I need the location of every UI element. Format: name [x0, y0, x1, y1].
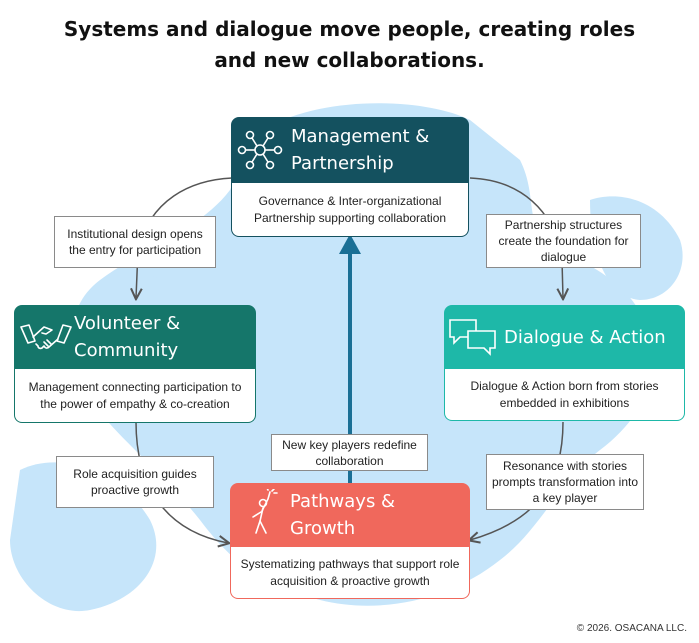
card-dialogue-action: Dialogue & Action Dialogue & Action born… — [444, 305, 685, 421]
card-dialogue-description: Dialogue & Action born from stories embe… — [444, 369, 685, 421]
card-management-partnership: Management & Partnership Governance & In… — [231, 117, 469, 237]
card-volunteer-header: Volunteer & Community — [14, 305, 256, 369]
card-management-description: Governance & Inter-organizational Partne… — [231, 183, 469, 237]
card-pathways-title-line2: Growth — [290, 518, 356, 539]
note-resonance-with-stories: Resonance with stories prompts transform… — [486, 454, 644, 510]
card-management-title-line1: Management & — [291, 126, 430, 147]
card-volunteer-community: Volunteer & Community Management connect… — [14, 305, 256, 423]
card-volunteer-title-line1: Volunteer & — [74, 313, 181, 334]
note-new-key-players: New key players redefine collaboration — [271, 434, 428, 471]
card-dialogue-title: Dialogue & Action — [504, 326, 666, 348]
page-title: Systems and dialogue move people, creati… — [0, 14, 699, 76]
page-title-line2: and new collaborations. — [214, 48, 485, 72]
card-pathways-description: Systematizing pathways that support role… — [230, 547, 470, 599]
card-dialogue-header: Dialogue & Action — [444, 305, 685, 369]
card-pathways-title-line1: Pathways & — [290, 491, 396, 512]
copyright-footer: © 2026. OSACANA LLC. — [576, 623, 687, 634]
center-arrow-head — [339, 234, 361, 254]
note-role-acquisition: Role acquisition guides proactive growth — [56, 456, 214, 508]
card-pathways-title: Pathways & Growth — [290, 488, 395, 542]
network-hub-icon — [237, 130, 283, 170]
card-management-header: Management & Partnership — [231, 117, 469, 183]
speech-bubbles-icon — [449, 319, 496, 356]
card-volunteer-title: Volunteer & Community — [74, 310, 180, 364]
card-volunteer-title-line2: Community — [74, 340, 179, 361]
page-title-line1: Systems and dialogue move people, creati… — [63, 17, 636, 41]
reaching-person-icon — [252, 489, 278, 534]
note-partnership-structures: Partnership structures create the founda… — [486, 214, 641, 268]
card-pathways-growth: Pathways & Growth Systematizing pathways… — [230, 483, 470, 599]
handshake-icon — [20, 324, 72, 350]
note-institutional-design: Institutional design opens the entry for… — [54, 216, 216, 268]
card-management-title: Management & Partnership — [291, 123, 429, 177]
card-volunteer-description: Management connecting participation to t… — [14, 369, 256, 423]
card-management-title-line2: Partnership — [291, 153, 394, 174]
card-pathways-header: Pathways & Growth — [230, 483, 470, 547]
